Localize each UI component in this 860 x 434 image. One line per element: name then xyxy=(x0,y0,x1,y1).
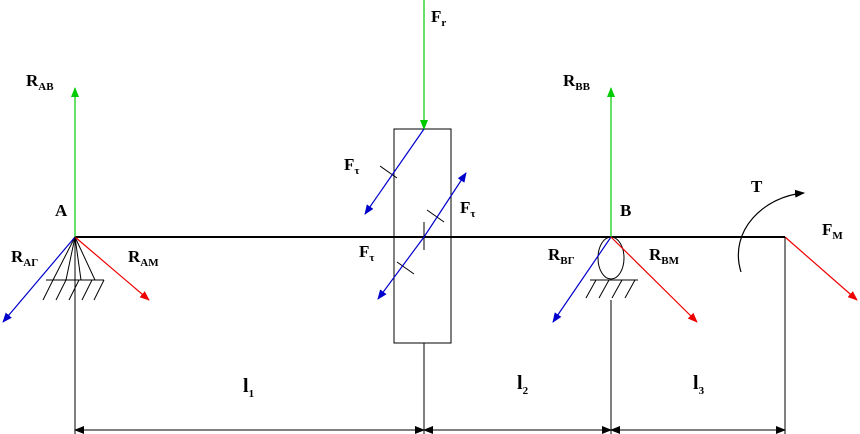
label-rbg: RBГ xyxy=(548,245,575,267)
label-rab: RAB xyxy=(26,71,54,93)
label-ft-right: Fτ xyxy=(460,198,475,220)
arrow-rbg xyxy=(552,236,612,323)
label-fr: Fr xyxy=(431,7,446,29)
label-ft-left: Fτ xyxy=(344,155,359,177)
label-l2: l2 xyxy=(517,372,529,397)
arrow-rbm xyxy=(610,236,698,323)
mesh-ticks xyxy=(379,165,445,275)
support-a xyxy=(42,236,105,301)
support-b xyxy=(585,236,638,299)
arrow-torque xyxy=(737,189,805,273)
label-rag: RAГ xyxy=(11,247,38,269)
label-fm: FM xyxy=(822,220,843,242)
arrow-ft-right xyxy=(423,172,467,238)
label-rbm: RBM xyxy=(649,245,680,267)
arrow-ft-left xyxy=(364,128,425,215)
label-l1: l1 xyxy=(243,375,254,400)
label-rbb: RBB xyxy=(563,71,591,93)
label-a: A xyxy=(55,201,68,220)
label-l3: l3 xyxy=(693,372,705,397)
arrow-ft-low xyxy=(377,236,425,300)
arrow-ram xyxy=(74,236,150,301)
label-ft-low: Fτ xyxy=(359,242,374,264)
label-t: T xyxy=(751,177,763,196)
label-b: B xyxy=(620,201,631,220)
arrow-fm xyxy=(784,236,858,301)
label-ram: RAM xyxy=(128,247,159,269)
dimension-extension-lines xyxy=(74,237,786,434)
arrow-rag xyxy=(2,236,76,323)
